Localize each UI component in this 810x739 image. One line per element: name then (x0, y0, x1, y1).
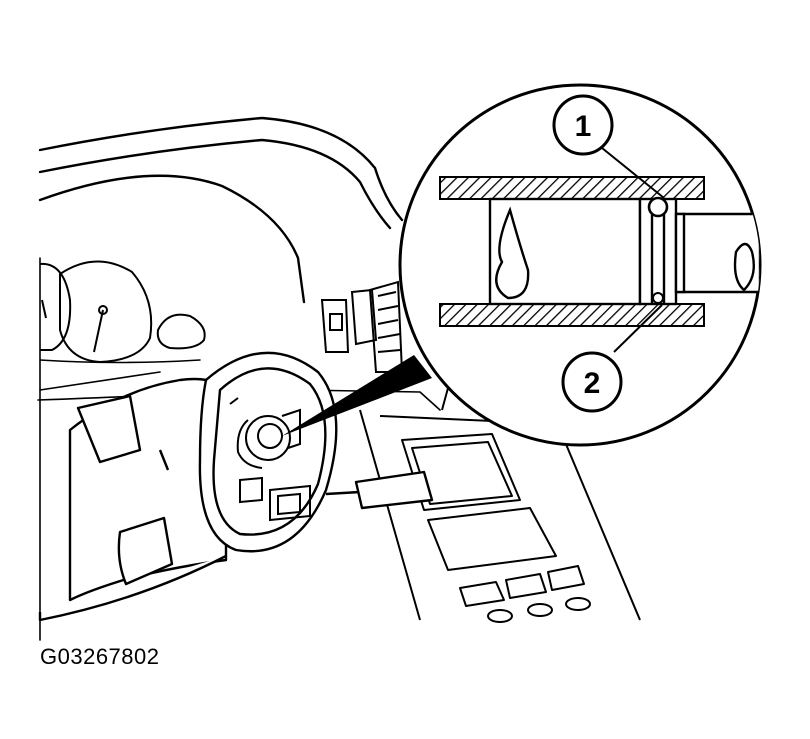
o-ring-bottom (652, 292, 664, 304)
shaft (488, 197, 760, 306)
callout-1-label: 1 (575, 110, 592, 143)
callout-1-leader (601, 147, 665, 199)
tube-wall-top (439, 176, 705, 200)
dashboard-outline (37, 116, 441, 641)
callout-2: 2 (561, 351, 623, 413)
figure-id-caption: G03267802 (40, 644, 160, 669)
instrument-cluster (39, 260, 206, 364)
callout-1: 1 (552, 94, 614, 156)
callout-2-leader (613, 304, 663, 353)
callout-2-label: 2 (584, 367, 601, 400)
detail-pointer (282, 355, 432, 436)
center-vents (320, 280, 404, 373)
wiper-stalk (325, 470, 434, 510)
detail-view: 1 2 (398, 83, 762, 447)
o-ring-top (647, 196, 669, 218)
steering-column-cover (38, 351, 338, 622)
tube-wall-bottom (439, 303, 705, 327)
